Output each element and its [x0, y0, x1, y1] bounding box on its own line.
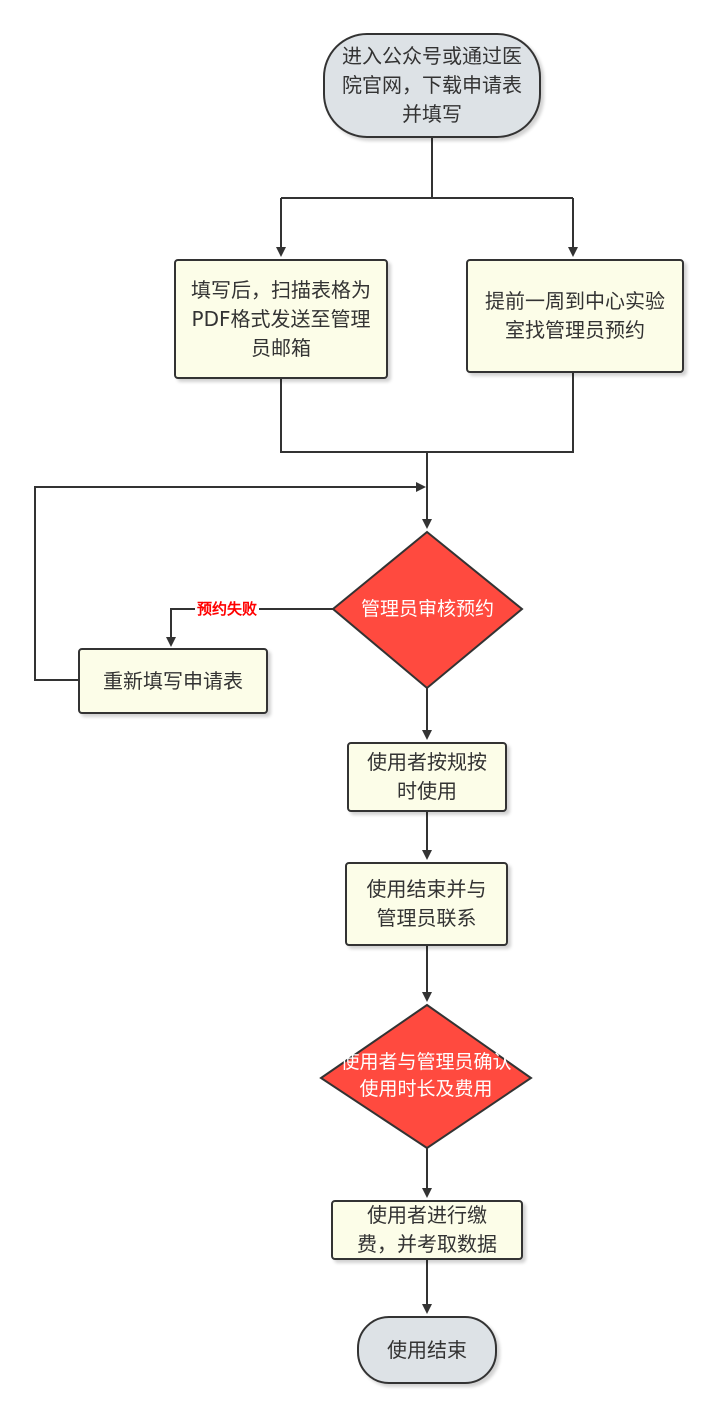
end-node-label: 使用结束	[387, 1337, 467, 1362]
confirm-fee-label: 使用者与管理员确认使用时长及费用	[340, 1051, 512, 1100]
start-node: 进入公众号或通过医院官网，下载申请表并填写	[323, 33, 541, 138]
use-on-time-label: 使用者按规按时使用	[367, 750, 487, 803]
email-option-node: 填写后，扫描表格为PDF格式发送至管理员邮箱	[174, 259, 388, 379]
refill-form-label: 重新填写申请表	[103, 668, 243, 693]
edge-refill-loop	[34, 482, 426, 681]
contact-admin-node: 使用结束并与管理员联系	[345, 862, 508, 946]
confirm-fee-diamond	[319, 1003, 533, 1150]
pay-copy-node: 使用者进行缴费，并考取数据	[331, 1200, 523, 1260]
edge-review-reject	[166, 608, 333, 647]
use-on-time-node: 使用者按规按时使用	[347, 742, 507, 812]
edge-start-split	[281, 138, 573, 199]
pay-copy-label: 使用者进行缴费，并考取数据	[357, 1203, 497, 1256]
admin-review-diamond	[331, 530, 524, 690]
visit-option-node: 提前一周到中心实验室找管理员预约	[466, 259, 684, 373]
contact-admin-label: 使用结束并与管理员联系	[366, 877, 487, 930]
reject-edge-label: 预约失败	[195, 599, 260, 619]
admin-review-label: 管理员审核预约	[360, 597, 494, 620]
email-option-label: 填写后，扫描表格为PDF格式发送至管理员邮箱	[191, 277, 371, 360]
admin-review-label-wrap: 管理员审核预约	[333, 590, 522, 628]
start-node-label: 进入公众号或通过医院官网，下载申请表并填写	[342, 44, 522, 126]
visit-option-label: 提前一周到中心实验室找管理员预约	[485, 289, 665, 342]
refill-form-node: 重新填写申请表	[78, 648, 268, 714]
edge-merge	[280, 372, 574, 453]
confirm-fee-label-wrap: 使用者与管理员确认使用时长及费用	[336, 1046, 516, 1106]
end-node: 使用结束	[357, 1316, 497, 1384]
